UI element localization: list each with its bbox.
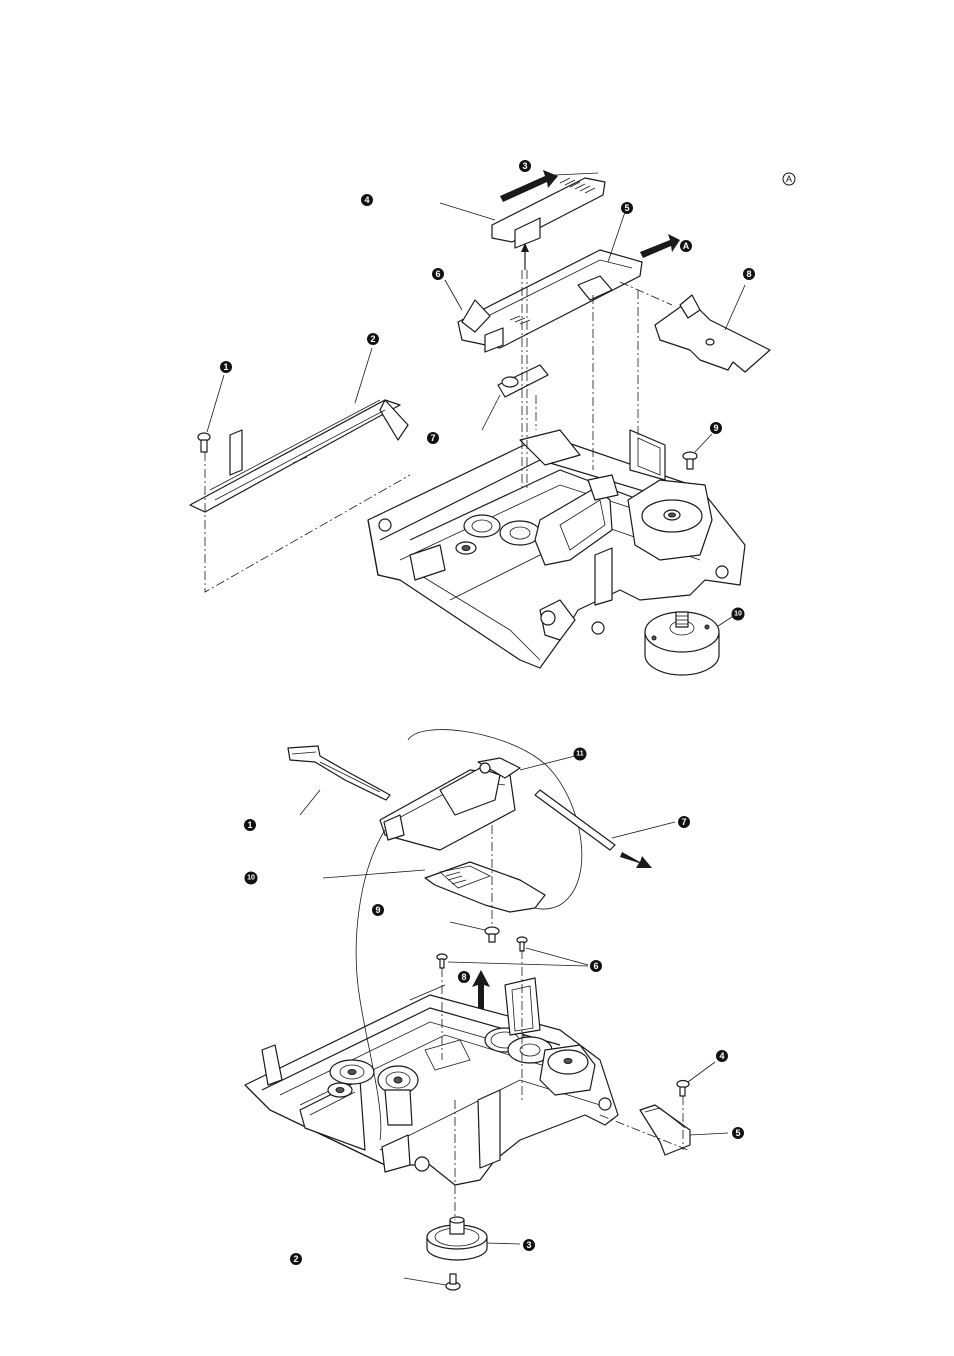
callout-top-2: 2	[367, 333, 379, 345]
svg-text:7: 7	[430, 433, 435, 443]
svg-text:8: 8	[461, 972, 466, 982]
bottom-gear-part	[404, 1217, 520, 1290]
svg-text:10: 10	[247, 875, 255, 882]
svg-text:4: 4	[364, 195, 369, 205]
svg-text:1: 1	[247, 820, 252, 830]
callout-bottom-2: 2	[290, 1253, 302, 1265]
callout-top-8: 8	[743, 268, 755, 280]
slide-plate-part	[445, 212, 680, 352]
motor-part	[645, 612, 735, 675]
callout-bottom-11: 11	[574, 748, 587, 761]
callout-top-a-outline: A	[783, 173, 795, 185]
svg-text:A: A	[683, 241, 690, 251]
svg-text:3: 3	[526, 1240, 531, 1250]
bracket-part	[323, 862, 545, 912]
callout-top-3: 3	[519, 160, 531, 172]
svg-text:8: 8	[746, 269, 751, 279]
bottom-chassis	[245, 978, 618, 1185]
svg-text:A: A	[786, 174, 792, 184]
callout-top-1: 1	[220, 361, 232, 373]
callout-top-4: 4	[361, 194, 373, 206]
flat-bracket-part	[640, 1105, 728, 1155]
svg-text:6: 6	[435, 269, 440, 279]
roller-part	[482, 365, 548, 430]
svg-text:9: 9	[375, 905, 380, 915]
svg-text:11: 11	[576, 751, 584, 758]
svg-text:10: 10	[734, 611, 742, 618]
callout-bottom-1: 1	[244, 819, 256, 831]
svg-text:5: 5	[624, 203, 629, 213]
callout-bottom-9: 9	[372, 904, 384, 916]
screw-1-top	[198, 375, 224, 452]
rack-part	[440, 170, 605, 270]
flex-cable	[288, 746, 390, 815]
screw-9	[683, 434, 712, 469]
callout-bottom-3: 3	[523, 1239, 535, 1251]
callout-top-5: 5	[621, 202, 633, 214]
callout-top-a: A	[680, 240, 692, 252]
lever-part	[655, 285, 770, 372]
svg-text:7: 7	[681, 817, 686, 827]
guide-shaft-part	[535, 790, 675, 868]
svg-text:4: 4	[719, 1051, 724, 1061]
callout-bottom-7: 7	[678, 816, 690, 828]
callout-bottom-4: 4	[716, 1050, 728, 1062]
callout-top-10: 10	[732, 608, 745, 621]
callout-bottom-5: 5	[732, 1127, 744, 1139]
callout-top-6: 6	[432, 268, 444, 280]
callout-bottom-8: 8	[458, 971, 470, 983]
svg-text:3: 3	[522, 161, 527, 171]
svg-text:6: 6	[593, 961, 598, 971]
callout-top-9: 9	[710, 422, 722, 434]
svg-text:1: 1	[223, 362, 228, 372]
svg-text:2: 2	[293, 1254, 298, 1264]
callout-bottom-10: 10	[245, 872, 258, 885]
svg-text:2: 2	[370, 334, 375, 344]
callout-bottom-6: 6	[590, 960, 602, 972]
bottom-assembly	[245, 730, 728, 1290]
svg-text:9: 9	[713, 423, 718, 433]
left-rail-part	[190, 348, 408, 512]
callout-top-7: 7	[427, 432, 439, 444]
svg-text:5: 5	[735, 1128, 740, 1138]
